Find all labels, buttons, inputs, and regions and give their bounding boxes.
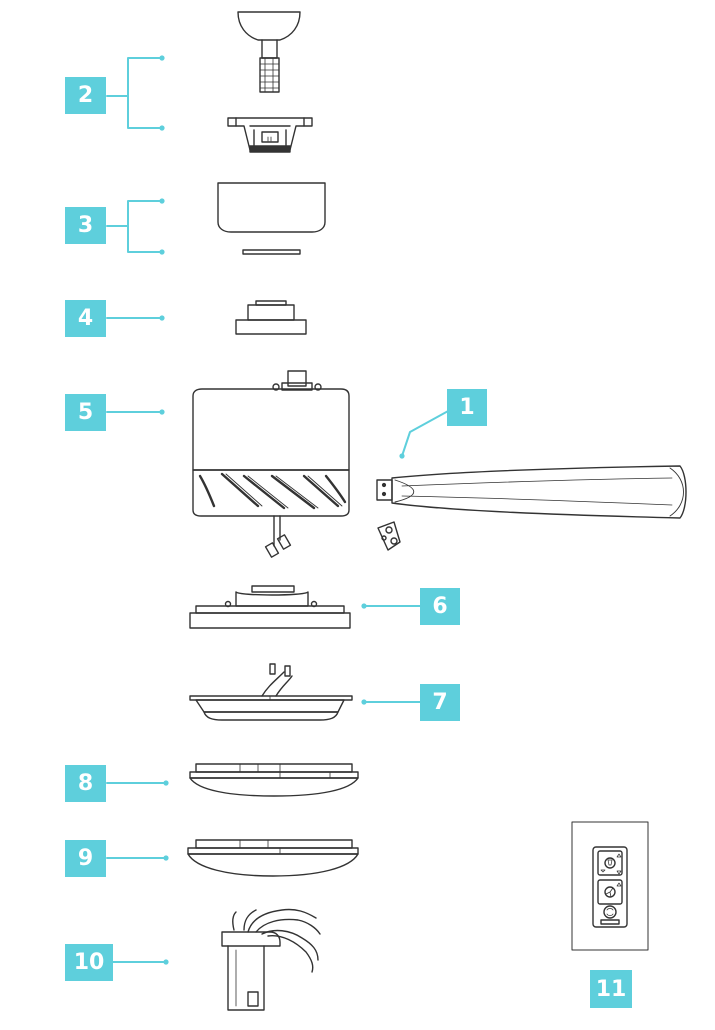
leader-1	[402, 410, 450, 456]
part-5-motor	[193, 371, 349, 557]
leader-2	[107, 58, 162, 128]
part-2-downrod	[238, 12, 300, 92]
callout-badge-4: 4	[65, 300, 106, 337]
part-11-wall-control	[572, 822, 648, 950]
callout-badge-11: 11	[590, 970, 632, 1008]
callout-badge-1: 1	[447, 389, 487, 426]
part-8-shade	[190, 764, 358, 796]
part-4-coupling	[236, 301, 306, 334]
callout-badge-5: 5	[65, 394, 106, 431]
part-1-blade	[377, 466, 686, 550]
callout-badge-10: 10	[65, 944, 113, 981]
callout-badge-6: 6	[420, 588, 460, 625]
part-2-mounting-bracket	[228, 118, 312, 152]
leader-lines	[107, 56, 450, 963]
part-6-plate	[190, 586, 350, 628]
callout-badge-3: 3	[65, 207, 106, 244]
callout-badge-7: 7	[420, 684, 460, 721]
part-7-lightkit	[190, 664, 352, 720]
part-9-shade	[188, 840, 358, 876]
callout-badge-8: 8	[65, 765, 106, 802]
part-3-canopy	[218, 183, 325, 254]
callout-badge-2: 2	[65, 77, 106, 114]
leader-3	[107, 201, 162, 252]
part-10-receiver	[222, 909, 320, 1010]
callout-badge-9: 9	[65, 840, 106, 877]
